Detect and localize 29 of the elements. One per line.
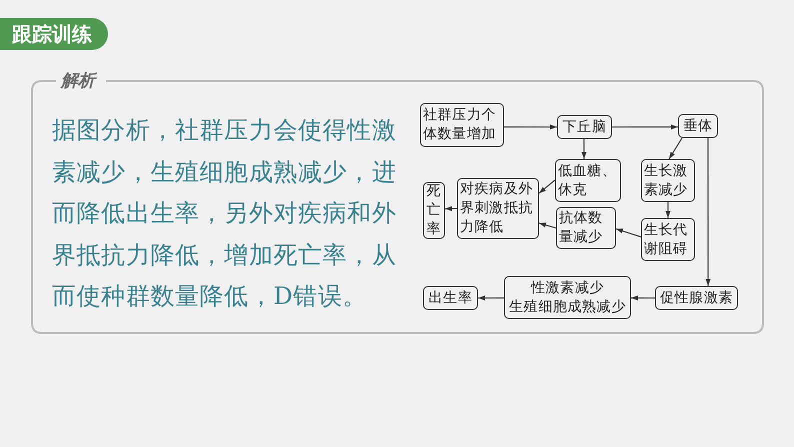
arrow xyxy=(612,124,678,130)
arrow xyxy=(504,124,557,130)
arrow xyxy=(538,222,556,229)
flow-box: 下丘脑 xyxy=(557,115,612,139)
flow-box: 生长代谢阻碍 xyxy=(641,218,695,261)
statement-text: 性激素减少 xyxy=(530,278,605,298)
flow-box: 抗体数量减少 xyxy=(556,207,616,249)
flow-box: 低血糖、休克 xyxy=(555,159,621,202)
explanation-text: 据图分析，社群压力会使得性激素减少，生殖细胞成熟减少，进而降低出生率，另外对疾病和外界抵抗力降低，增加死亡率，从而使种群数量降低，D错误。 xyxy=(52,115,398,312)
section-tab: 跟踪训练 xyxy=(0,18,108,50)
flow-box xyxy=(504,276,631,319)
flow-box: 社群压力个体数量增加 xyxy=(420,103,504,147)
arrow xyxy=(538,180,556,194)
analysis-heading: 解析 xyxy=(61,71,95,91)
arrow xyxy=(706,138,711,286)
arrow xyxy=(582,139,586,159)
arrow xyxy=(478,295,504,300)
flow-box: 死亡率 xyxy=(423,182,445,239)
flow-box: 对疾病及外界刺激抵抗力降低 xyxy=(457,178,539,239)
arrow xyxy=(631,295,655,300)
arrow xyxy=(666,202,670,218)
flow-box: 垂体 xyxy=(678,114,718,138)
arrow xyxy=(616,228,642,238)
flow-box: 促性腺激素 xyxy=(655,286,738,310)
statement-text: 生殖细胞成熟减少 xyxy=(508,298,627,316)
arrow xyxy=(444,206,458,212)
arrow xyxy=(668,138,682,160)
flow-box: 生长激素减少 xyxy=(641,159,695,202)
flow-box: 出生率 xyxy=(423,286,478,310)
